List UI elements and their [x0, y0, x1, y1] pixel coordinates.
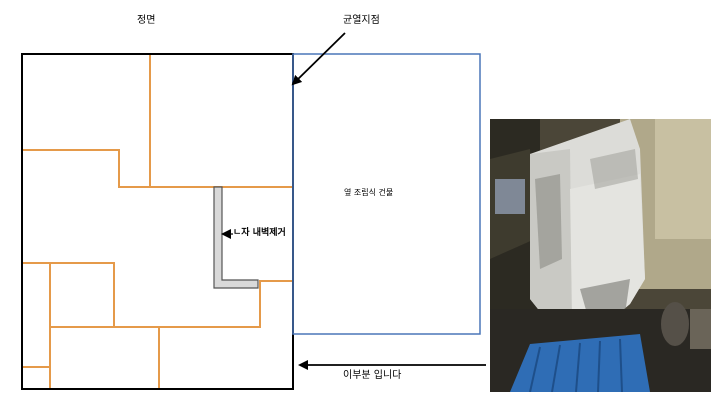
- this-part-label: 이부분 입니다: [343, 370, 402, 381]
- front-view-label: 정면: [137, 15, 156, 26]
- wall-line: [22, 262, 115, 328]
- l-wall-removal-label: ㄴ자 내벽제거: [233, 228, 286, 238]
- wall-line: [22, 149, 292, 188]
- interior-walls: [22, 54, 292, 389]
- adjacent-building: [292, 53, 481, 335]
- crack-point-arrow: [291, 32, 346, 86]
- crack-point-label: 균열지점: [343, 15, 380, 26]
- adjacent-building-label: 옆 조립식 건물: [344, 188, 394, 197]
- l-shaped-inner-wall: [213, 186, 259, 289]
- main-building-outline: [21, 53, 294, 390]
- building-corner-photo: [490, 119, 711, 392]
- wall-line: [114, 280, 292, 328]
